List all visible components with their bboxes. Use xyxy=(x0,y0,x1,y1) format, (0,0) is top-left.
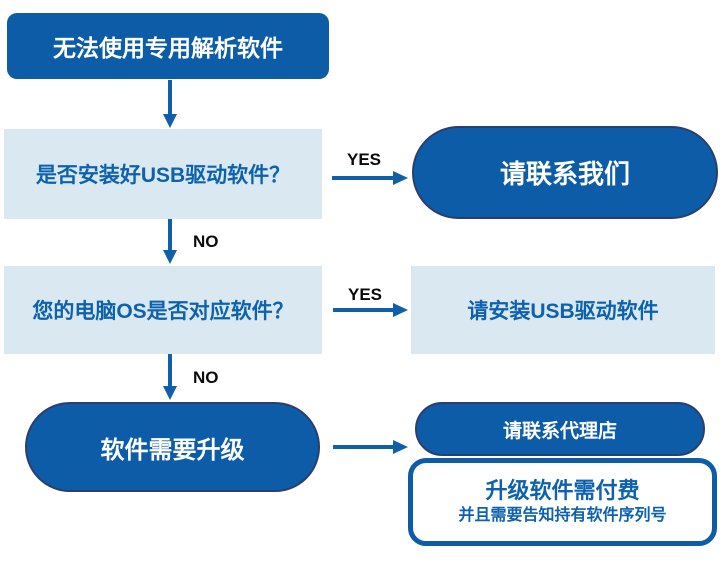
arrow-q1-yes-to-contact-us xyxy=(332,171,408,185)
arrow-q2-no-to-upgrade xyxy=(163,354,177,400)
edge-label-q1-no: NO xyxy=(193,232,219,251)
arrow-upgrade-to-dealer xyxy=(333,440,408,454)
note-upgrade-fee: 升级软件需付费 并且需要告知持有软件序列号 xyxy=(408,458,717,546)
decision-usb-driver-installed: 是否安装好USB驱动软件？ xyxy=(4,129,322,219)
edge-label-q2-no: NO xyxy=(193,368,219,387)
arrow-q2-yes-to-install-driver xyxy=(333,303,408,317)
arrow-q1-no-to-q2 xyxy=(163,219,177,264)
note-upgrade-fee-line1: 升级软件需付费 xyxy=(485,478,640,504)
note-upgrade-fee-line2: 并且需要告知持有软件序列号 xyxy=(458,506,667,524)
decision-os-supports-software: 您的电脑OS是否对应软件？ xyxy=(4,266,322,354)
result-contact-dealer: 请联系代理店 xyxy=(415,402,705,456)
arrow-start-to-q1 xyxy=(163,80,177,128)
result-software-needs-upgrade: 软件需要升级 xyxy=(25,402,320,492)
start-node-cannot-use-software: 无法使用专用解析软件 xyxy=(7,13,329,79)
result-install-usb-driver: 请安装USB驱动软件 xyxy=(411,266,715,354)
result-contact-us: 请联系我们 xyxy=(412,126,718,219)
edge-label-q1-yes: YES xyxy=(347,150,382,169)
edge-label-q2-yes: YES xyxy=(348,285,383,304)
